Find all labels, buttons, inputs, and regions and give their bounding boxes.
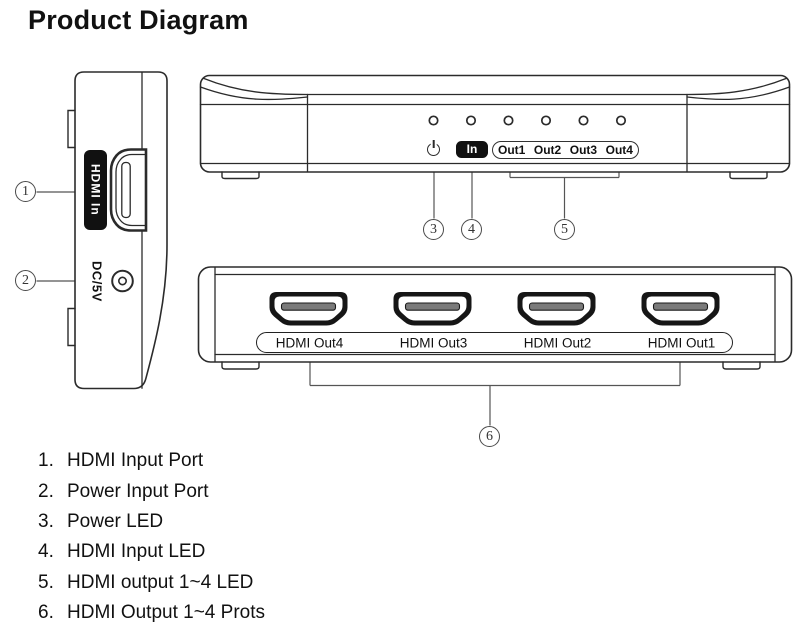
hdmi-input-port-outline xyxy=(109,148,148,232)
hdmi-output-port-3 xyxy=(392,291,473,327)
legend-text: HDMI Input LED xyxy=(67,541,206,563)
power-icon xyxy=(427,143,440,156)
dc-power-jack xyxy=(111,269,134,293)
leader-bracket-6 xyxy=(309,353,681,426)
status-leds xyxy=(428,115,627,126)
out4-label: Out4 xyxy=(605,142,633,157)
hdmi-output-port-1 xyxy=(640,291,721,327)
hdmi-output-label-pill: HDMI Out4 HDMI Out3 HDMI Out2 HDMI Out1 xyxy=(256,332,733,353)
side-view xyxy=(67,71,168,390)
out2-led xyxy=(540,115,552,126)
top-view xyxy=(199,74,791,180)
legend-item-3: 3. Power LED xyxy=(38,507,265,537)
dc-jack-outer-ring xyxy=(111,269,134,293)
callout-6: 6 xyxy=(479,426,500,447)
power-led xyxy=(428,115,439,126)
legend-text: Power Input Port xyxy=(67,480,209,502)
callout-2: 2 xyxy=(15,270,36,291)
bottom-view-foot-left xyxy=(221,361,260,370)
callout-1: 1 xyxy=(15,181,36,202)
legend-number: 4. xyxy=(38,541,54,563)
top-view-foot-left xyxy=(221,171,260,180)
out1-label: Out1 xyxy=(498,142,526,157)
hdmi-in-led-badge: In xyxy=(456,140,488,158)
out4-led xyxy=(615,115,627,126)
hdmi-input-port xyxy=(109,148,148,232)
legend-item-6: 6. HDMI Output 1~4 Prots xyxy=(38,598,265,628)
legend: 1. HDMI Input Port 2. Power Input Port 3… xyxy=(38,446,265,628)
legend-text: HDMI output 1~4 LED xyxy=(67,571,254,593)
top-view-foot-right xyxy=(729,171,768,180)
bottom-view-foot-right xyxy=(722,361,761,370)
bottom-view xyxy=(197,266,793,370)
hdmi-output-port-4 xyxy=(268,291,349,327)
side-view-tab-top xyxy=(67,109,76,149)
callout-3: 3 xyxy=(423,219,444,240)
callout-5: 5 xyxy=(554,219,575,240)
hdmi-out1-label: HDMI Out1 xyxy=(647,335,716,350)
legend-number: 6. xyxy=(38,602,54,624)
dc-jack-pin-hole xyxy=(118,276,128,286)
legend-text: Power LED xyxy=(67,510,164,532)
out2-label: Out2 xyxy=(533,142,562,157)
legend-text: HDMI Input Port xyxy=(67,450,204,472)
legend-item-2: 2. Power Input Port xyxy=(38,476,265,506)
legend-item-1: 1. HDMI Input Port xyxy=(38,446,265,476)
legend-text: HDMI Output 1~4 Prots xyxy=(67,602,265,624)
hdmi-in-label-badge: HDMI In xyxy=(84,150,107,230)
hdmi-out4-label: HDMI Out4 xyxy=(275,335,344,350)
top-view-curve-left-upper xyxy=(203,77,309,96)
callout-4: 4 xyxy=(461,219,482,240)
hdmi-out3-label: HDMI Out3 xyxy=(399,335,468,350)
side-view-body xyxy=(74,71,168,390)
legend-item-4: 4. HDMI Input LED xyxy=(38,537,265,567)
legend-number: 1. xyxy=(38,450,54,472)
legend-item-5: 5. HDMI output 1~4 LED xyxy=(38,568,265,598)
page-title: Product Diagram xyxy=(28,5,249,35)
side-view-tab-bottom xyxy=(67,307,76,347)
top-view-body xyxy=(199,74,791,173)
out-led-label-pill: Out1 Out2 Out3 Out4 xyxy=(492,141,639,159)
hdmi-input-port-slot xyxy=(121,161,131,219)
diagram-line-art xyxy=(36,71,793,426)
legend-number: 3. xyxy=(38,510,54,532)
legend-number: 2. xyxy=(38,480,54,502)
hdmi-out2-label: HDMI Out2 xyxy=(523,335,592,350)
hdmi-in-led xyxy=(465,115,477,126)
out3-led xyxy=(578,115,589,126)
hdmi-output-port-2 xyxy=(516,291,597,327)
top-view-curve-right-upper xyxy=(686,77,787,96)
hdmi-input-port-inner xyxy=(115,153,147,227)
out1-led xyxy=(503,115,514,126)
out3-label: Out3 xyxy=(569,142,598,157)
dc-power-label: DC/5V xyxy=(87,255,107,307)
legend-number: 5. xyxy=(38,571,54,593)
top-view-curve-right-lower xyxy=(686,86,791,101)
hdmi-in-label: HDMI In xyxy=(88,164,103,216)
dc-power-label-text: DC/5V xyxy=(89,260,105,302)
top-view-curve-left-lower xyxy=(199,86,309,101)
